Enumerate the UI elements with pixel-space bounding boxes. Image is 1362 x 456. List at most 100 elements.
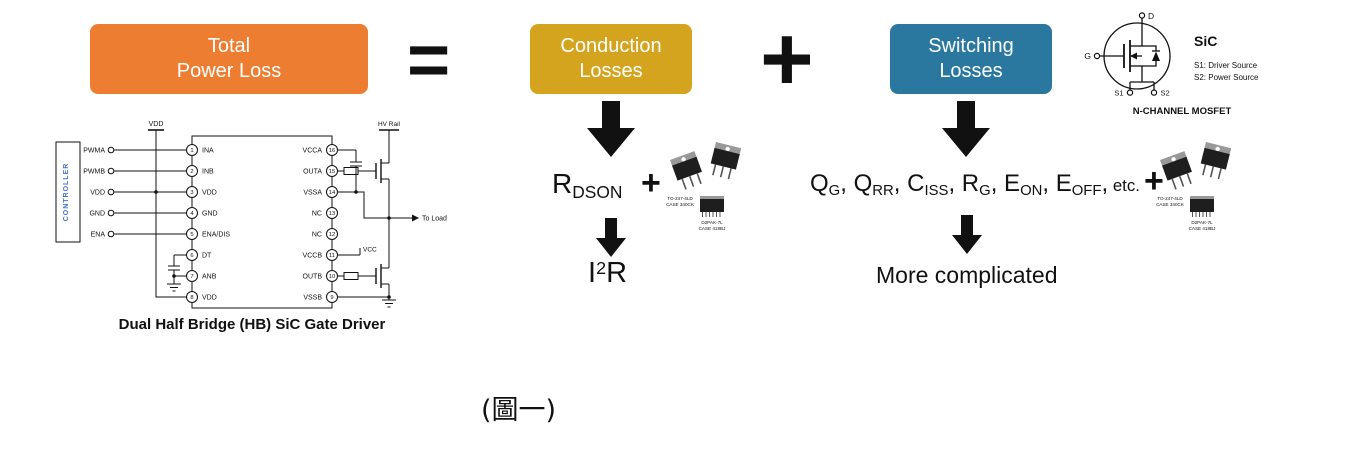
- i2r-base: I: [588, 257, 597, 289]
- term-qrr-sub: RR: [872, 183, 894, 200]
- svg-text:8: 8: [190, 295, 193, 301]
- package-caption: D2PAK-7L: [1191, 220, 1213, 225]
- mosfet-pin-g: G: [1084, 51, 1091, 61]
- switching-package-icons: TO-247-4LD CASE 340CK D2PAK-7L CASE 418B…: [1156, 141, 1233, 231]
- svg-text:ANB: ANB: [202, 274, 217, 281]
- to247-package-icon: [707, 141, 743, 182]
- to-load-label: To Load: [422, 216, 447, 223]
- separator: ,: [1042, 170, 1056, 197]
- conduction-losses-box: Conduction Losses: [530, 24, 692, 94]
- conduction-down-arrow-icon: [587, 101, 635, 157]
- to247-package-icon: [669, 150, 707, 192]
- package-caption: CASE 340CK: [1156, 202, 1185, 207]
- controller-label: CONTROLLER: [63, 163, 70, 222]
- conduction-losses-line1: Conduction: [560, 35, 662, 57]
- pin-names: INA INB VDD GND ENA/DIS DT ANB VDD VCCA …: [202, 148, 322, 302]
- conduction-package-icons: TO-247-4LD CASE 340CK D2PAK-7L CASE 418B…: [666, 141, 743, 231]
- gate-driver-circuit: CONTROLLER PWMA PWMB VDD GND ENA 1 2 3 4…: [55, 121, 447, 309]
- term-eon: E: [1004, 170, 1021, 197]
- svg-text:VDD: VDD: [202, 190, 217, 197]
- rdson-subscript: DSON: [572, 181, 623, 202]
- term-eon-sub: ON: [1020, 183, 1043, 200]
- package-caption: CASE 340CK: [666, 202, 695, 207]
- mosfet-channel-arrow-icon: [1130, 52, 1137, 60]
- controller-box: [55, 141, 81, 243]
- svg-text:VDD: VDD: [202, 295, 217, 302]
- mosfet-caption: N-CHANNEL MOSFET: [1133, 106, 1232, 117]
- d2pak-package-icon: [1189, 195, 1215, 218]
- separator: ,: [1101, 170, 1109, 197]
- package-caption: TO-247-4LD: [1157, 196, 1183, 201]
- pin-numbers: 1 2 3 4 5 6 7 8 16 15 14 13 12 11 10 9: [190, 148, 336, 301]
- input-label-vdd: VDD: [90, 190, 105, 197]
- etc-label: etc.: [1108, 176, 1140, 195]
- mosfet-symbol-lines: [1099, 18, 1171, 90]
- separator: ,: [948, 170, 962, 197]
- svg-text:2: 2: [190, 169, 193, 175]
- separator: ,: [840, 170, 854, 197]
- hv-rail-label: HV Rail: [378, 121, 401, 128]
- i2r-exponent: 2: [596, 257, 607, 278]
- svg-text:DT: DT: [202, 253, 212, 260]
- mosfet-pin-d: D: [1148, 11, 1154, 21]
- more-complicated-label: More complicated: [876, 262, 1058, 288]
- svg-text:OUTB: OUTB: [303, 274, 323, 281]
- term-eoff: E: [1055, 170, 1072, 197]
- sic-mosfet-symbol: D G S1 S2 SiC S1: Driver Source S2: Powe…: [1084, 11, 1259, 117]
- package-caption: CASE 418BJ: [699, 226, 726, 231]
- svg-text:6: 6: [190, 253, 193, 259]
- separator: ,: [893, 170, 908, 197]
- svg-text:INB: INB: [202, 169, 214, 176]
- package-caption: TO-247-4LD: [667, 196, 693, 201]
- svg-text:5: 5: [190, 232, 193, 238]
- circuit-caption: Dual Half Bridge (HB) SiC Gate Driver: [118, 316, 386, 333]
- to-load-arrowhead-icon: [412, 214, 419, 222]
- total-power-loss-line1: Total: [207, 35, 251, 57]
- svg-text:NC: NC: [312, 232, 322, 239]
- i2r-tail: R: [606, 257, 628, 289]
- mosfet-pin-s2: S2: [1161, 89, 1170, 98]
- svg-text:VCCA: VCCA: [303, 148, 323, 155]
- to247-package-icon: [1197, 141, 1233, 182]
- term-qg-sub: G: [828, 183, 841, 200]
- svg-text:1: 1: [190, 148, 193, 154]
- svg-text:VSSA: VSSA: [303, 190, 322, 197]
- i2r-term: I2R: [588, 257, 627, 290]
- mosfet-pin-s1: S1: [1114, 89, 1123, 98]
- d2pak-package-icon: [699, 195, 725, 218]
- mosfet-note-s2: S2: Power Source: [1194, 73, 1259, 82]
- svg-text:NC: NC: [312, 211, 322, 218]
- plus-sign: +: [760, 7, 814, 110]
- mosfet-terminal-circles: [1093, 12, 1158, 96]
- total-power-loss-line2: Power Loss: [176, 60, 282, 82]
- separator: ,: [990, 170, 1005, 197]
- switching-losses-line2: Losses: [939, 60, 1003, 82]
- input-label-gnd: GND: [89, 211, 105, 218]
- vdd-rail-label: VDD: [149, 121, 164, 128]
- svg-text:15: 15: [329, 169, 335, 175]
- svg-text:14: 14: [329, 190, 336, 196]
- svg-text:16: 16: [329, 148, 335, 154]
- mosfet-note-s1: S1: Driver Source: [1194, 61, 1258, 70]
- switching-small-arrow-icon: [952, 215, 982, 254]
- svg-text:ENA/DIS: ENA/DIS: [202, 232, 230, 239]
- switching-losses-box: Switching Losses: [890, 24, 1052, 94]
- controller-terminal-circles: [107, 146, 115, 238]
- svg-text:12: 12: [329, 232, 335, 238]
- svg-text:7: 7: [190, 274, 193, 280]
- package-caption: CASE 418BJ: [1189, 226, 1216, 231]
- svg-text:OUTA: OUTA: [303, 169, 322, 176]
- term-rg: R: [961, 170, 980, 197]
- svg-text:VCCB: VCCB: [303, 253, 323, 260]
- switching-down-arrow-icon: [942, 101, 990, 157]
- body-diode-icon: [1152, 51, 1160, 61]
- total-power-loss-box: Total Power Loss: [90, 24, 368, 94]
- ic-pin-circles: [186, 144, 338, 303]
- junction-dots: [154, 190, 391, 299]
- svg-text:VSSB: VSSB: [303, 295, 322, 302]
- term-rg-sub: G: [979, 183, 991, 200]
- package-caption: D2PAK-7L: [701, 220, 723, 225]
- svg-text:11: 11: [329, 253, 335, 259]
- switching-plus-sign: +: [1144, 162, 1164, 200]
